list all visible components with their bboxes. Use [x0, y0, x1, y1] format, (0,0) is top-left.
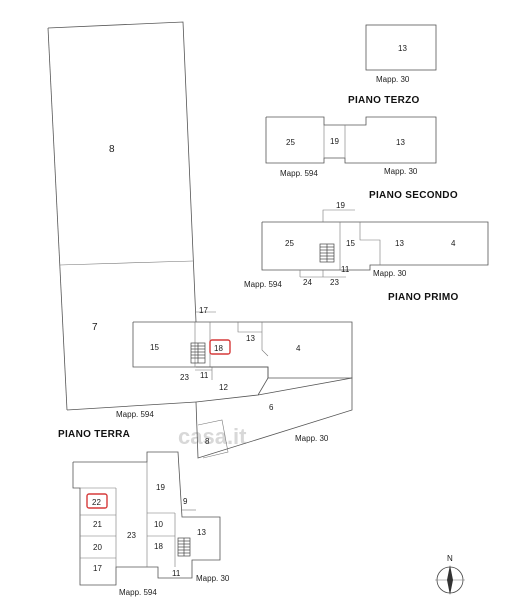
stair-symbol [319, 243, 335, 263]
north-label: N [447, 554, 453, 563]
room-label: 25 [286, 138, 295, 147]
room-label: 10 [154, 520, 163, 529]
room-label-highlighted: 18 [214, 344, 223, 353]
stair-symbol [190, 342, 206, 364]
piano-terzo-plan: 13 Mapp. 30 [365, 24, 437, 84]
unit-highlight [209, 339, 231, 355]
stair-symbol [177, 537, 191, 557]
piano-terra-plan: 8 7 17 15 18 13 4 23 11 12 [47, 21, 353, 459]
north-compass-icon: N [435, 554, 465, 595]
mapp-label: Mapp. 594 [119, 588, 157, 597]
room-label: 13 [398, 44, 407, 53]
room-label: 13 [395, 239, 404, 248]
room-label: 4 [296, 344, 301, 353]
room-label: 4 [451, 239, 456, 248]
piano-secondo-plan: 25 19 13 Mapp. 594 Mapp. 30 [265, 116, 437, 178]
watermark: casa.it [178, 424, 247, 449]
floor-title-terzo: PIANO TERZO [348, 95, 420, 106]
room-outline [365, 24, 437, 71]
room-label: 6 [269, 403, 274, 412]
room-label: 23 [180, 373, 189, 382]
room-label: 20 [93, 543, 102, 552]
mapp-label: Mapp. 594 [116, 410, 154, 419]
mapp-label: Mapp. 30 [373, 269, 407, 278]
floor-title-primo: PIANO PRIMO [388, 292, 459, 303]
room-label: 13 [246, 334, 255, 343]
mapp-label: Mapp. 30 [376, 75, 410, 84]
room-label: 24 [303, 278, 312, 287]
room-label: 15 [346, 239, 355, 248]
floor-title-terra: PIANO TERRA [58, 429, 130, 440]
room-label: 19 [336, 201, 345, 210]
room-label: 21 [93, 520, 102, 529]
room-label: 17 [93, 564, 102, 573]
room-label: 23 [127, 531, 136, 540]
mapp-label: Mapp. 30 [384, 167, 418, 176]
room-label: 19 [156, 483, 165, 492]
room-label: 8 [109, 144, 115, 155]
room-label: 8 [205, 437, 210, 446]
room-label: 7 [92, 322, 98, 333]
room-label-highlighted: 22 [92, 498, 101, 507]
room-label: 11 [341, 265, 350, 274]
room-label: 18 [154, 542, 163, 551]
mapp-label: Mapp. 594 [244, 280, 282, 289]
floor-title-secondo: PIANO SECONDO [369, 190, 458, 201]
room-label: 25 [285, 239, 294, 248]
unit-highlight [86, 493, 108, 509]
mapp-label: Mapp. 30 [295, 434, 329, 443]
room-label: 17 [199, 306, 208, 315]
room-label: 13 [396, 138, 405, 147]
room-label: 19 [330, 137, 339, 146]
room-label: 23 [330, 278, 339, 287]
room-label: 11 [172, 569, 181, 578]
room-label: 12 [219, 383, 228, 392]
room-label: 13 [197, 528, 206, 537]
lower-plan: 19 22 9 21 10 13 23 20 18 17 11 Mapp. 30… [72, 451, 230, 597]
room-label: 15 [150, 343, 159, 352]
room-label: 11 [200, 371, 209, 380]
piano-primo-plan: 19 25 15 13 4 24 23 11 Mapp. 594 Mapp. 3… [244, 201, 489, 289]
mapp-label: Mapp. 30 [196, 574, 230, 583]
room-label: 9 [183, 497, 188, 506]
mapp-label: Mapp. 594 [280, 169, 318, 178]
